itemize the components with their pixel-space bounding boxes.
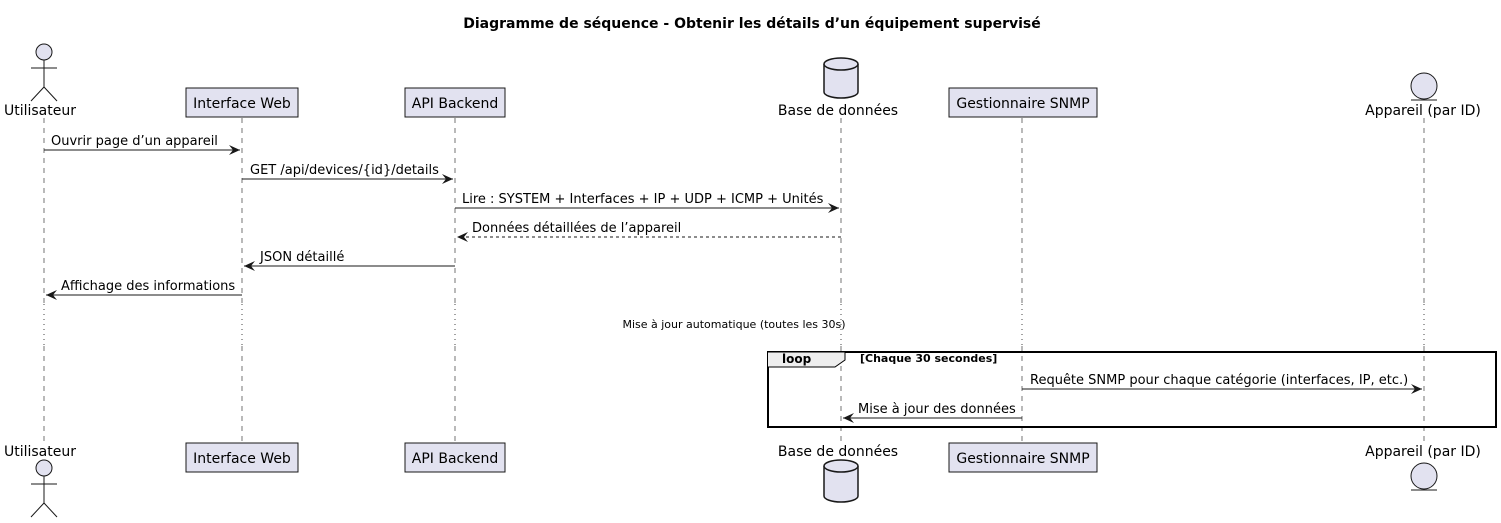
participant-label-db-top: Base de données <box>778 103 898 119</box>
delay-label: Mise à jour automatique (toutes les 30s) <box>622 318 845 331</box>
message-label-1: Ouvrir page d’un appareil <box>51 134 218 149</box>
entity-icon-top <box>1410 72 1438 101</box>
entity-icon-bottom <box>1410 462 1438 491</box>
participant-api-top <box>404 87 506 118</box>
message-4: Données détaillées de l’appareil <box>457 221 841 242</box>
participant-label-web-top: Interface Web <box>193 96 291 112</box>
loop-condition: [Chaque 30 secondes] <box>860 352 997 365</box>
message-1: Ouvrir page d’un appareil <box>44 134 240 155</box>
message-6: Affichage des informations <box>46 279 242 300</box>
loop-keyword: loop <box>782 352 812 366</box>
loop-message-label-2: Mise à jour des données <box>858 402 1016 417</box>
participant-snmp-bottom <box>948 442 1098 473</box>
participant-label-api-bottom: API Backend <box>412 451 498 467</box>
participant-label-api-top: API Backend <box>412 96 498 112</box>
diagram-title: Diagramme de séquence - Obtenir les déta… <box>463 16 1040 32</box>
participant-label-device-bottom: Appareil (par ID) <box>1365 444 1481 460</box>
message-3: Lire : SYSTEM + Interfaces + IP + UDP + … <box>455 192 839 213</box>
message-label-5: JSON détaillé <box>259 250 344 265</box>
participant-label-snmp-top: Gestionnaire SNMP <box>956 96 1089 112</box>
database-icon-bottom <box>823 459 859 503</box>
participant-api-bottom <box>404 442 506 473</box>
message-label-4: Données détaillées de l’appareil <box>472 221 681 236</box>
participant-snmp-top <box>948 87 1098 118</box>
participant-user-bottom <box>30 459 58 518</box>
participant-web-bottom <box>185 442 299 473</box>
message-5: JSON détaillé <box>244 250 455 271</box>
participant-label-web-bottom: Interface Web <box>193 451 291 467</box>
database-icon-top <box>823 57 859 99</box>
participant-web-top <box>185 87 299 118</box>
participant-label-user-bottom: Utilisateur <box>4 444 76 460</box>
delay-dots <box>43 304 1425 346</box>
loop-message-label-1: Requête SNMP pour chaque catégorie (inte… <box>1030 373 1408 388</box>
participant-label-device-top: Appareil (par ID) <box>1365 103 1481 119</box>
message-label-6: Affichage des informations <box>61 279 235 294</box>
lifelines <box>43 118 1425 443</box>
participant-label-user-top: Utilisateur <box>4 103 76 119</box>
message-label-2: GET /api/devices/{id}/details <box>250 163 439 178</box>
loop-fragment: loop [Chaque 30 secondes] <box>767 351 1497 428</box>
loop-message-1: Requête SNMP pour chaque catégorie (inte… <box>1022 373 1422 394</box>
participant-label-db-bottom: Base de données <box>778 444 898 460</box>
message-label-3: Lire : SYSTEM + Interfaces + IP + UDP + … <box>462 192 824 207</box>
participant-user-top <box>30 43 58 102</box>
message-2: GET /api/devices/{id}/details <box>242 163 453 184</box>
loop-message-2: Mise à jour des données <box>843 402 1022 423</box>
participant-label-snmp-bottom: Gestionnaire SNMP <box>956 451 1089 467</box>
